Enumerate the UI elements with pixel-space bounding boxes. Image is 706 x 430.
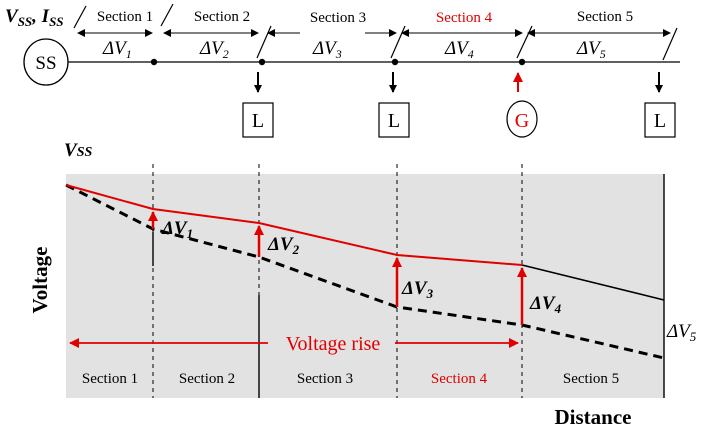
- plot-section-4-label: Section 4: [431, 371, 488, 387]
- delta-v3-label: ΔV3: [312, 38, 342, 61]
- bus-node: [518, 58, 526, 66]
- bus-node: [258, 58, 266, 66]
- y-axis-label: Voltage: [28, 247, 52, 314]
- plot-section-5-label: Section 5: [563, 371, 619, 387]
- separator-tick: [662, 27, 678, 61]
- feeder-one-line: VSS, ISS SS Section 1 Section 2 Section …: [5, 3, 680, 138]
- separator-tick: [160, 3, 174, 27]
- load-label: L: [252, 110, 264, 132]
- node-4: L: [644, 72, 676, 138]
- delta-v5-plot-label: ΔV5: [666, 321, 697, 344]
- delta-v2-plot-label: ΔV2: [267, 234, 300, 257]
- node-3: G: [506, 72, 538, 138]
- solid-markers: [152, 174, 665, 398]
- source-label: VSS, ISS: [5, 6, 64, 29]
- delta-v1-plot-label: ΔV1: [161, 218, 193, 241]
- load-label: L: [388, 110, 400, 132]
- plot-section-2-label: Section 2: [179, 371, 235, 387]
- y-title: VSS: [64, 140, 92, 161]
- voltage-profile: VSS Voltage Distance: [28, 140, 697, 429]
- separator-tick: [73, 5, 87, 29]
- separator-tick: [256, 25, 272, 59]
- section-2-label: Section 2: [194, 9, 250, 25]
- node-1: L: [242, 72, 274, 138]
- delta-v1-label: ΔV1: [102, 38, 132, 61]
- load-label: L: [654, 110, 666, 132]
- section-5-label: Section 5: [577, 9, 633, 25]
- section-4-label: Section 4: [436, 10, 493, 26]
- rise-arrows: [148, 211, 527, 325]
- delta-v5-label: ΔV5: [576, 38, 606, 61]
- substation-label: SS: [35, 53, 56, 74]
- bus-node: [391, 58, 399, 66]
- separator-tick: [516, 25, 533, 59]
- plot-section-1-label: Section 1: [82, 371, 138, 387]
- delta-v4-label: ΔV4: [444, 38, 474, 61]
- load-box: [378, 102, 410, 138]
- bus-node: [150, 58, 158, 66]
- profile-section5: [521, 264, 665, 301]
- plot-background: [66, 174, 664, 398]
- delta-v3-plot-label: ΔV3: [401, 278, 434, 301]
- profile-dashed: [65, 183, 665, 360]
- section-3-label: Section 3: [310, 10, 366, 26]
- load-box: [644, 102, 676, 138]
- delta-v4-plot-label: ΔV4: [529, 293, 562, 316]
- generator-label: G: [515, 110, 529, 132]
- voltage-rise-label: Voltage rise: [286, 333, 381, 355]
- load-box: [242, 102, 274, 138]
- x-axis-label: Distance: [555, 405, 632, 429]
- profile-red: [65, 184, 523, 266]
- delta-v2-label: ΔV2: [199, 38, 229, 61]
- generator-circle: [506, 100, 538, 138]
- node-2: L: [378, 72, 410, 138]
- plot-section-3-label: Section 3: [297, 371, 353, 387]
- section-1-label: Section 1: [97, 9, 153, 25]
- separator-tick: [390, 25, 406, 59]
